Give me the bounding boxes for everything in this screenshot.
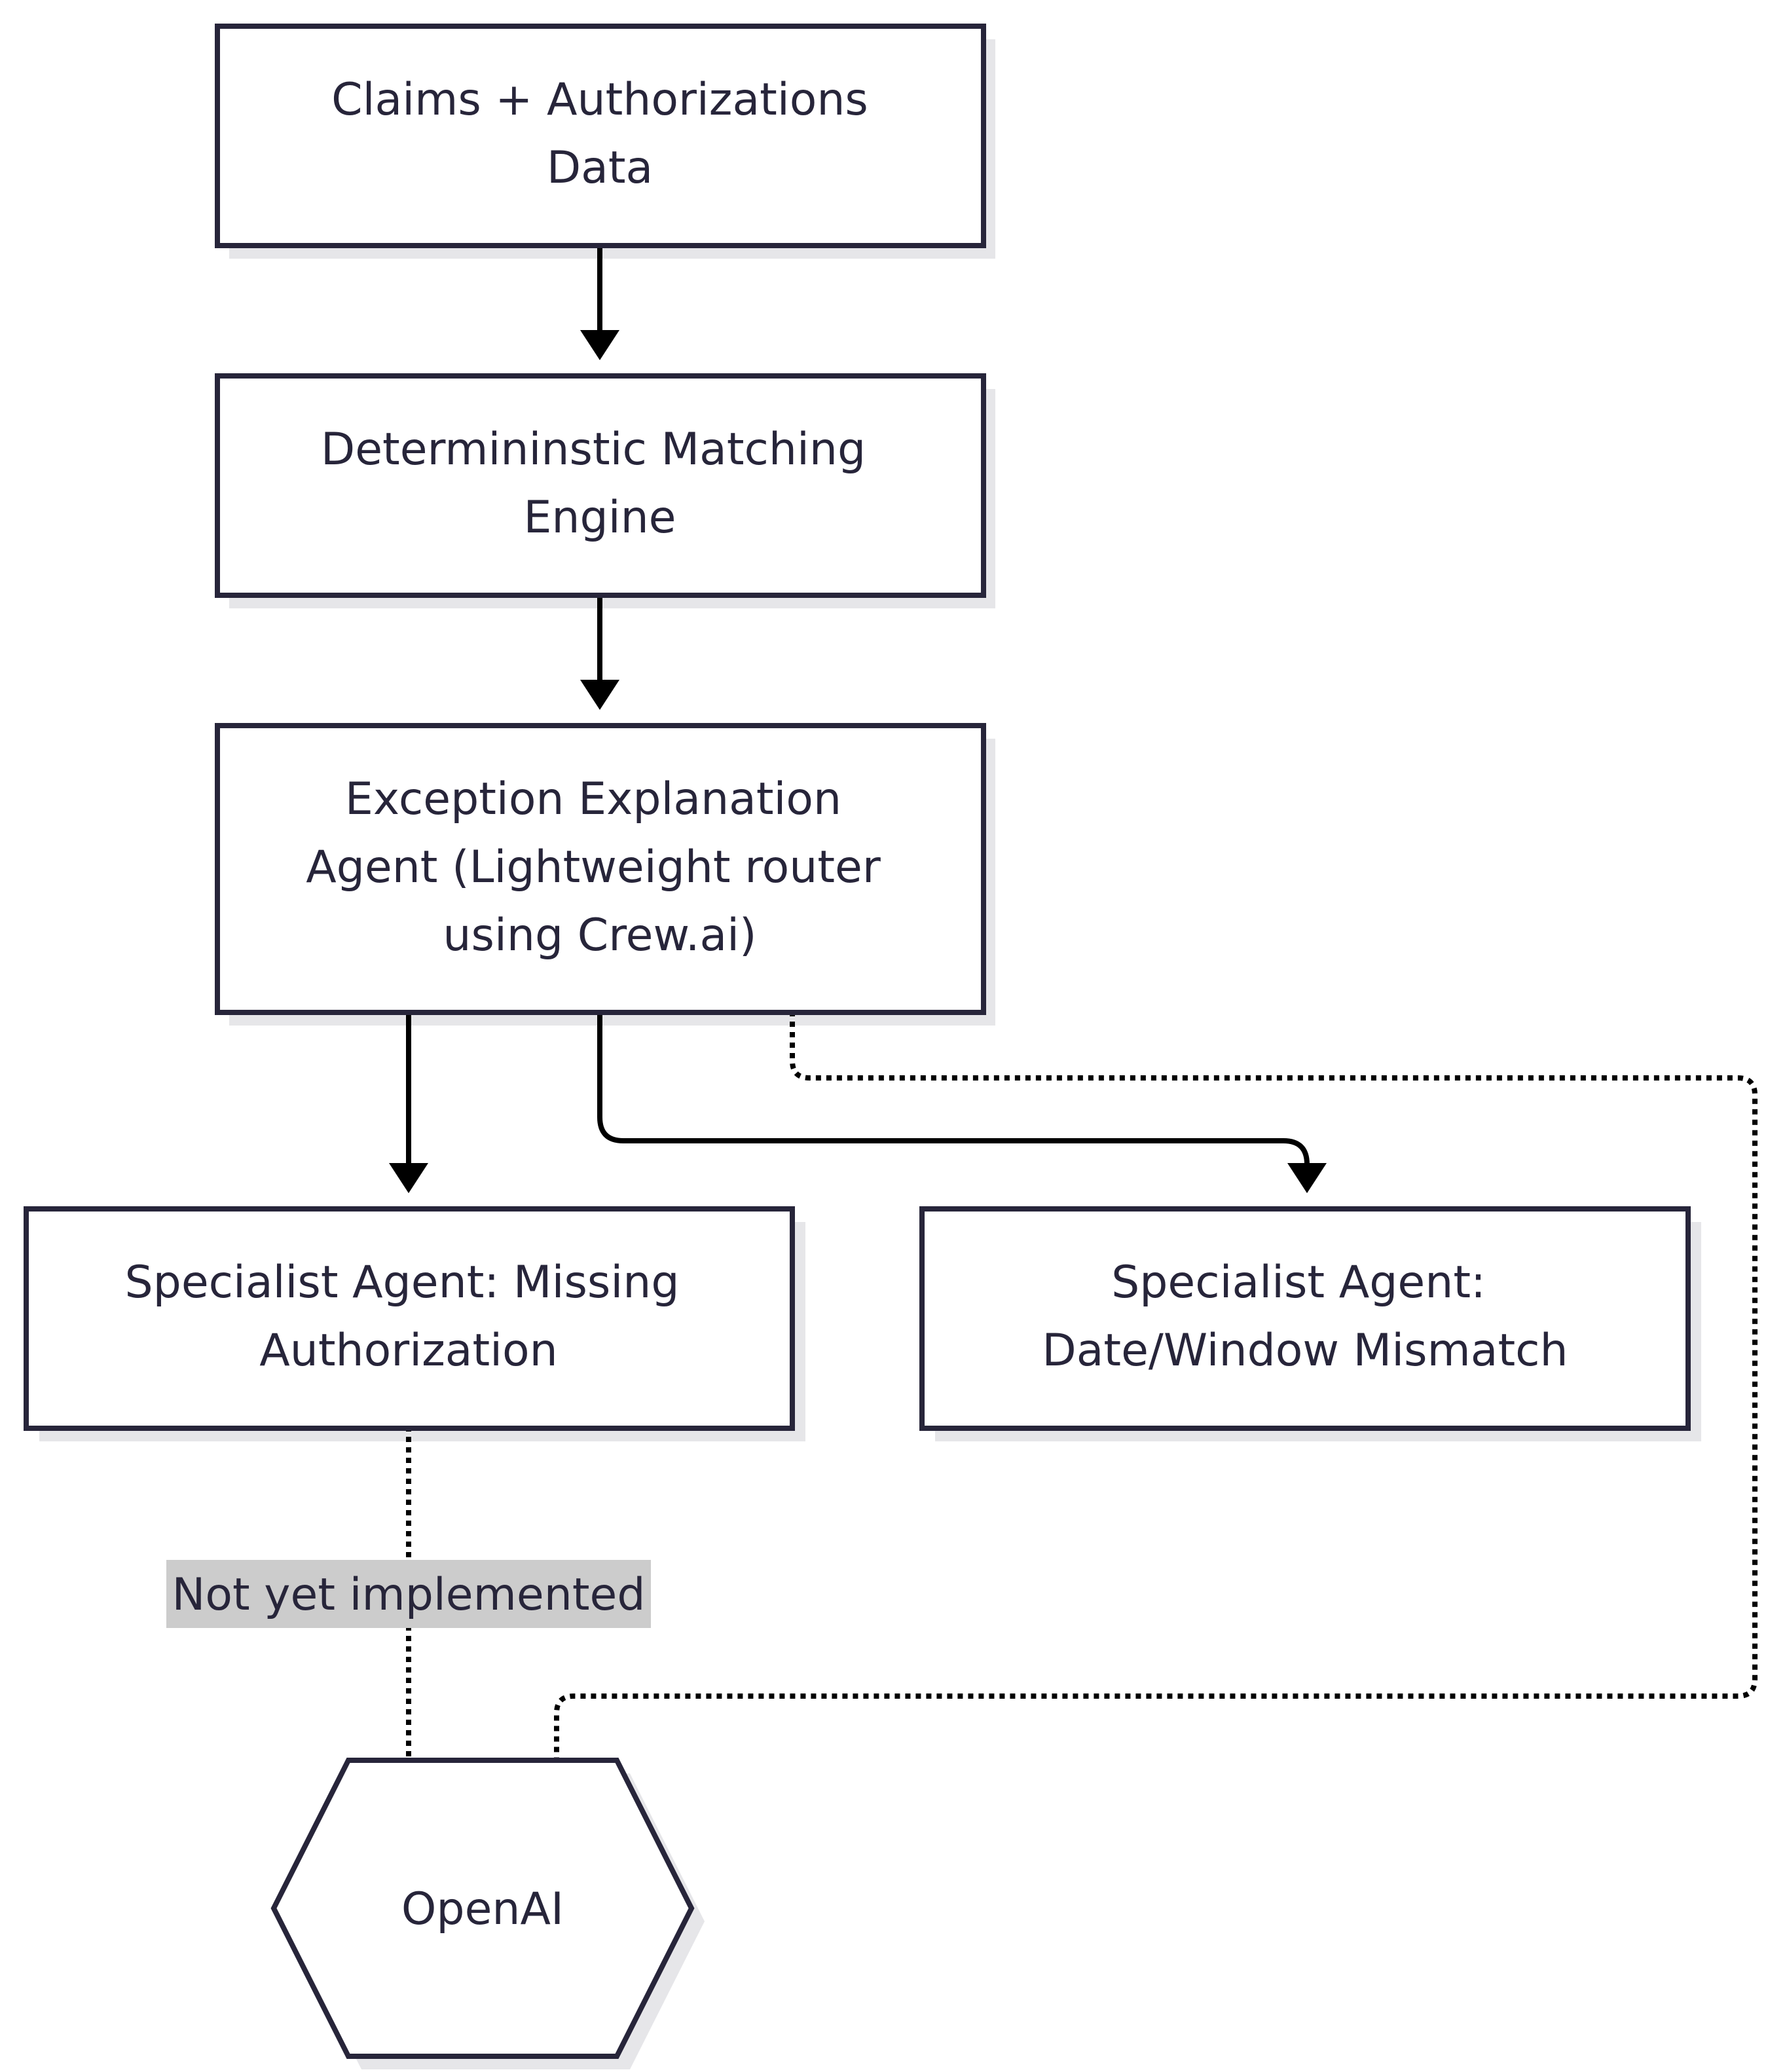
edge-exception-to-openai bbox=[554, 1011, 1758, 1760]
missing-auth-agent-node: Specialist Agent: Missing Authorization bbox=[24, 1206, 795, 1431]
missing-auth-agent-box bbox=[24, 1206, 795, 1431]
edge-exception-to-date-window bbox=[597, 1011, 1310, 1165]
matching-engine-line-1: Determininstic Matching bbox=[321, 424, 866, 475]
claims-data-box bbox=[215, 24, 986, 248]
claims-data-node: Claims + Authorizations Data bbox=[215, 24, 986, 248]
claims-data-line-2: Data bbox=[547, 142, 653, 194]
exception-agent-line-3: using Crew.ai) bbox=[443, 910, 756, 961]
edges bbox=[389, 244, 1758, 1760]
date-window-agent-box bbox=[919, 1206, 1691, 1431]
exception-agent-line-1: Exception Explanation bbox=[345, 773, 841, 825]
date-window-agent-node: Specialist Agent: Date/Window Mismatch bbox=[919, 1206, 1691, 1431]
date-window-agent-line-2: Date/Window Mismatch bbox=[1042, 1325, 1568, 1377]
arrowhead-claims-to-matching bbox=[580, 330, 619, 360]
edge-label-not-yet-implemented: Not yet implemented bbox=[166, 1560, 651, 1628]
date-window-agent-line-1: Specialist Agent: bbox=[1111, 1257, 1486, 1308]
edge-label-background bbox=[166, 1560, 651, 1628]
arrowhead-exception-to-missing-auth bbox=[389, 1163, 428, 1193]
matching-engine-node: Determininstic Matching Engine bbox=[215, 373, 986, 598]
matching-engine-line-2: Engine bbox=[523, 492, 676, 544]
arrowhead-exception-to-date-window bbox=[1287, 1163, 1327, 1193]
exception-agent-node: Exception Explanation Agent (Lightweight… bbox=[215, 723, 986, 1015]
openai-node: OpenAI bbox=[270, 1758, 695, 2059]
openai-hexagon bbox=[270, 1758, 695, 2059]
claims-data-line-1: Claims + Authorizations bbox=[331, 74, 868, 126]
arrowhead-matching-to-exception bbox=[580, 680, 619, 710]
edge-label-text: Not yet implemented bbox=[172, 1569, 646, 1621]
exception-agent-box bbox=[215, 723, 986, 1015]
missing-auth-agent-line-2: Authorization bbox=[259, 1325, 557, 1377]
missing-auth-agent-line-1: Specialist Agent: Missing bbox=[125, 1257, 680, 1308]
matching-engine-box bbox=[215, 373, 986, 598]
exception-agent-line-2: Agent (Lightweight router bbox=[306, 842, 881, 893]
openai-label: OpenAI bbox=[401, 1883, 564, 1935]
